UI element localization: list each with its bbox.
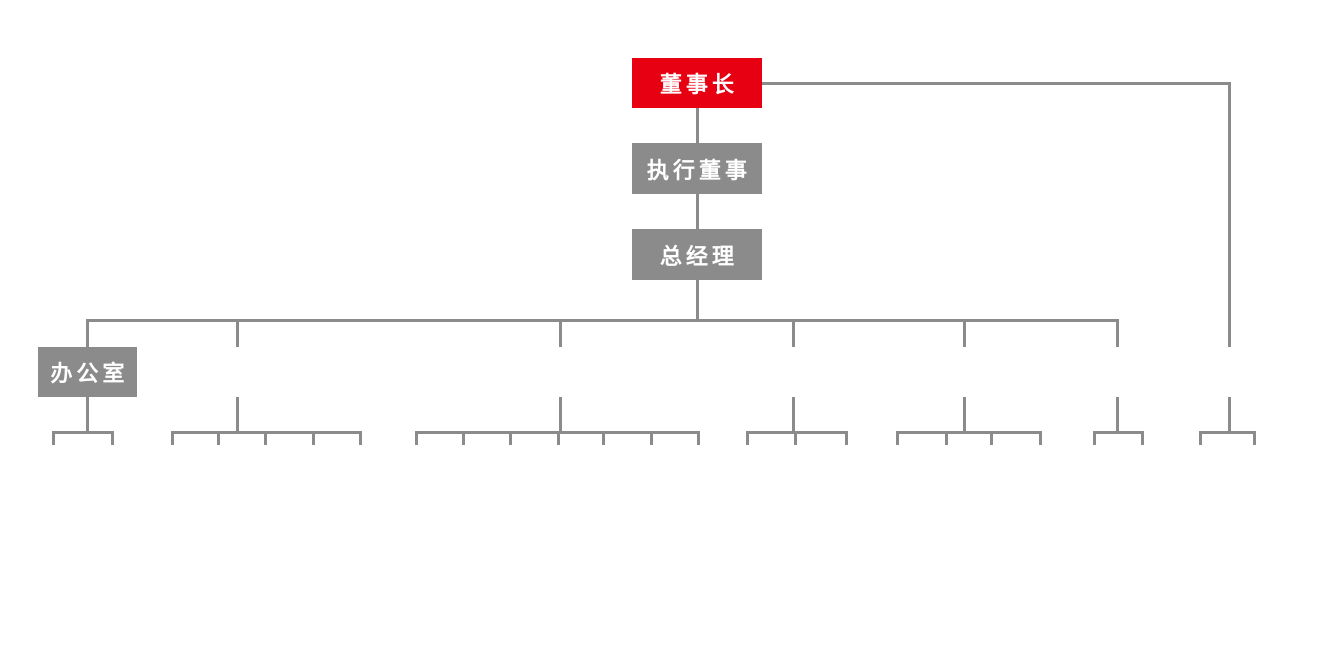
connector-line xyxy=(509,431,512,445)
connector-line xyxy=(1253,431,1256,445)
connector-line xyxy=(945,431,948,445)
connector-line xyxy=(264,431,267,445)
connector-line xyxy=(235,397,239,434)
connector-line xyxy=(1228,82,1231,347)
connector-line xyxy=(695,194,699,229)
dept-office: 办公室 xyxy=(38,347,137,397)
connector-line xyxy=(52,431,114,434)
connector-line xyxy=(1116,319,1119,347)
connector-line xyxy=(1039,431,1042,445)
connector-line xyxy=(794,431,797,445)
connector-line xyxy=(746,431,848,434)
connector-line xyxy=(963,397,966,434)
connector-line xyxy=(557,431,560,445)
connector-line xyxy=(695,280,699,322)
connector-line xyxy=(559,397,562,434)
connector-line xyxy=(1228,397,1231,434)
connector-line xyxy=(235,319,239,347)
node-chairman: 董事长 xyxy=(632,58,762,108)
connector-line xyxy=(695,108,699,143)
connector-line xyxy=(650,431,653,445)
connector-line xyxy=(792,397,795,434)
connector-line xyxy=(86,319,1119,322)
node-general-manager: 总经理 xyxy=(632,229,762,280)
connector-line xyxy=(896,431,899,445)
connector-line xyxy=(746,431,749,445)
connector-line xyxy=(697,431,700,445)
connector-line xyxy=(1093,431,1144,434)
connector-line xyxy=(896,431,1042,434)
connector-line xyxy=(963,319,966,347)
connector-line xyxy=(792,319,795,347)
connector-line xyxy=(462,431,465,445)
connector-line xyxy=(171,431,174,445)
connector-line xyxy=(359,431,362,445)
connector-line xyxy=(312,431,315,445)
connector-line xyxy=(86,397,89,434)
connector-line xyxy=(559,319,562,347)
connector-line xyxy=(602,431,605,445)
connector-line xyxy=(1199,431,1256,434)
connector-line xyxy=(1141,431,1144,445)
connector-line xyxy=(1093,431,1096,445)
connector-line xyxy=(762,82,1231,85)
connector-line xyxy=(52,431,55,445)
node-executive-director: 执行董事 xyxy=(632,143,762,194)
connector-line xyxy=(1199,431,1202,445)
connector-line xyxy=(86,319,89,347)
connector-line xyxy=(111,431,114,445)
connector-line xyxy=(990,431,993,445)
connector-line xyxy=(1116,397,1119,434)
connector-line xyxy=(415,431,418,445)
connector-line xyxy=(217,431,220,445)
connector-line xyxy=(845,431,848,445)
